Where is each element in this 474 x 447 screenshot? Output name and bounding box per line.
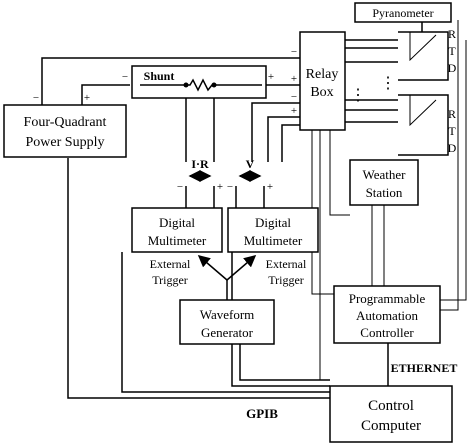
pac-label-2: Automation xyxy=(356,308,419,323)
dmm-left-label-2: Multimeter xyxy=(148,233,207,248)
psu-minus: − xyxy=(33,92,39,104)
relay-top-minus: − xyxy=(291,46,297,58)
ir-plus: + xyxy=(217,181,223,193)
pac-block: Programmable Automation Controller xyxy=(333,285,441,344)
power-supply-label-1: Four-Quadrant xyxy=(24,115,107,130)
control-computer-label-1: Control xyxy=(368,398,414,414)
weather-station-label-2: Station xyxy=(366,185,403,200)
trigger-right-label-1: External xyxy=(266,257,307,271)
wire-gpib-dmm-left xyxy=(121,252,330,393)
control-computer-label-2: Computer xyxy=(361,418,421,434)
dmm-right-block: Digital Multimeter xyxy=(227,207,319,253)
wire-bus-2 xyxy=(440,40,467,301)
wire-psu-minus xyxy=(41,57,300,105)
trigger-left-label-2: Trigger xyxy=(152,273,188,287)
rtd-top-t: T xyxy=(448,44,456,58)
wire-gpib-dmm-right xyxy=(231,252,330,387)
rtd-top-sensor xyxy=(409,32,437,62)
shunt-node-left xyxy=(183,82,189,88)
wire-relay-v-plus xyxy=(267,116,300,162)
shunt-label: Shunt xyxy=(144,69,175,83)
pyranometer-block: Pyranometer xyxy=(354,2,452,23)
ir-minus: − xyxy=(177,181,183,193)
relay-box-label-1: Relay xyxy=(306,67,339,82)
psu-plus: + xyxy=(84,92,90,104)
polarity-marks: − + − + − + − + xyxy=(33,46,297,117)
ethernet-label: ETHERNET xyxy=(391,361,458,375)
relay-box-block: Relay Box xyxy=(299,31,346,131)
wire-gpib-psu xyxy=(67,158,330,399)
relay-minus-2: − xyxy=(291,91,297,103)
power-supply-block: Four-Quadrant Power Supply xyxy=(3,104,127,158)
wire-psu-plus xyxy=(81,84,130,105)
v-plus: + xyxy=(267,181,273,193)
wires xyxy=(41,20,467,399)
rtd-top-bracket xyxy=(398,31,449,81)
trigger-right-label-2: Trigger xyxy=(268,273,304,287)
trigger-arrow-right xyxy=(226,255,257,281)
pac-label-1: Programmable xyxy=(349,291,426,306)
rtd-top-block: R T D xyxy=(398,27,457,81)
power-supply-label-2: Power Supply xyxy=(26,135,105,150)
pac-label-3: Controller xyxy=(360,325,414,340)
rtd-bottom-r: R xyxy=(448,107,456,121)
waveform-generator-label-1: Waveform xyxy=(200,307,255,322)
rtd-bottom-bracket xyxy=(398,94,449,156)
shunt-node-right xyxy=(211,82,217,88)
shunt-minus: − xyxy=(122,71,128,83)
relay-plus-1: + xyxy=(291,73,297,85)
shunt-plus: + xyxy=(268,71,274,83)
dmm-left-label-1: Digital xyxy=(159,215,195,230)
wire-relay-ws xyxy=(329,130,350,216)
wire-relay-extra xyxy=(281,124,300,162)
rtd-bottom-d: D xyxy=(448,141,457,155)
dmm-right-label-2: Multimeter xyxy=(244,233,303,248)
wire-relay-pac xyxy=(311,130,334,295)
rtd-top-r: R xyxy=(448,27,456,41)
v-label: V xyxy=(246,157,255,171)
dmm-left-block: Digital Multimeter xyxy=(131,207,223,253)
pyranometer-label: Pyranometer xyxy=(372,6,433,20)
waveform-generator-block: Waveform Generator xyxy=(179,299,275,345)
wire-bus-1 xyxy=(440,20,459,311)
gpib-label: GPIB xyxy=(246,406,278,421)
wire-relay-v-minus xyxy=(251,102,300,162)
shunt-block: Shunt xyxy=(131,65,267,99)
relay-box-label-2: Box xyxy=(310,85,333,100)
trigger-left-label-1: External xyxy=(150,257,191,271)
rtd-ellipsis: ⋮ xyxy=(380,75,396,92)
shunt-resistor xyxy=(140,78,262,92)
dmm-right-label-1: Digital xyxy=(255,215,291,230)
control-computer-block: Control Computer xyxy=(329,385,453,443)
v-minus: − xyxy=(227,181,233,193)
v-measurement: V − + xyxy=(227,157,273,193)
trigger-arrow-left xyxy=(197,255,228,281)
weather-station-block: Weather Station xyxy=(349,159,419,206)
relay-plus-2: + xyxy=(291,105,297,117)
rtd-bottom-t: T xyxy=(448,124,456,138)
waveform-generator-label-2: Generator xyxy=(201,325,254,340)
ir-label: I·R xyxy=(191,157,209,171)
wire-gpib-wave xyxy=(239,342,330,381)
ir-measurement: I·R − + xyxy=(177,157,223,193)
rtd-bottom-sensor xyxy=(409,95,437,127)
weather-station-label-1: Weather xyxy=(363,167,407,182)
rtd-top-d: D xyxy=(448,61,457,75)
relay-ellipsis: ⋮ xyxy=(350,87,366,104)
rtd-bottom-block: R T D xyxy=(398,94,457,156)
